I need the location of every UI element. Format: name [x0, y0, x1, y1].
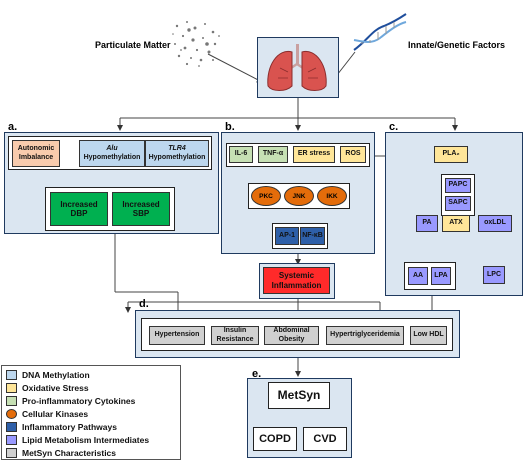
legend-swatch	[6, 369, 17, 380]
panel-a-label: a.	[8, 121, 18, 133]
low-hdl-box: Low HDL	[410, 326, 447, 345]
legend-swatch	[6, 434, 17, 445]
lpa-box: LPA	[431, 267, 451, 285]
atx-box: ATX	[442, 215, 470, 232]
legend-label: DNA Methylation	[22, 369, 90, 380]
panel-b-label: b.	[225, 121, 235, 133]
lpc-box: LPC	[483, 266, 505, 284]
tnfa-box: TNF-α	[258, 146, 288, 163]
legend-label: Oxidative Stress	[22, 382, 89, 393]
dna-helix-icon	[353, 13, 407, 51]
systemic-inflammation-frame: Systemic Inflammation	[259, 263, 335, 299]
pa-box: PA	[416, 215, 438, 232]
ros-box: ROS	[340, 146, 366, 163]
hypertriglyceridemia-box: Hypertriglyceridemia	[326, 326, 404, 345]
legend-label: Cellular Kinases	[22, 408, 89, 419]
panel-e-label: e.	[252, 368, 262, 380]
legend: DNA Methylation Oxidative Stress Pro-inf…	[1, 365, 181, 460]
panel-a: Autonomic Imbalance Alu Hypomethylation …	[4, 132, 219, 234]
increased-dbp-box: Increased DBP	[50, 192, 108, 226]
panel-d: Hypertension Insulin Resistance Abdomina…	[135, 310, 460, 358]
legend-item: Inflammatory Pathways	[6, 420, 117, 433]
panel-e: MetSyn COPD CVD	[247, 378, 352, 458]
pla2-box: PLA₂	[434, 146, 468, 163]
autonomic-imbalance-box: Autonomic Imbalance	[12, 140, 60, 167]
pkc-oval: PKC	[251, 186, 281, 206]
oxldl-box: oxLDL	[478, 215, 512, 232]
legend-item: Pro-inflammatory Cytokines	[6, 394, 135, 407]
ap1-box: AP-1	[275, 227, 299, 245]
copd-box: COPD	[253, 427, 297, 451]
legend-swatch-circle	[6, 408, 17, 419]
tlr4-label: TLR4	[168, 145, 186, 153]
sapc-box: SAPC	[445, 196, 471, 211]
increased-sbp-box: Increased SBP	[112, 192, 170, 226]
il6-box: IL-6	[229, 146, 253, 163]
er-stress-box: ER stress	[293, 146, 335, 163]
nfkb-box: NF-κB	[300, 227, 325, 245]
legend-item: DNA Methylation	[6, 368, 90, 381]
aa-box: AA	[408, 267, 428, 285]
alu-label: Alu	[106, 145, 118, 153]
legend-item: MetSyn Characteristics	[6, 446, 116, 459]
particulate-matter-label: Particulate Matter	[95, 40, 171, 50]
legend-label: MetSyn Characteristics	[22, 447, 117, 458]
panel-b: IL-6 TNF-α ER stress ROS PKC JNK IKK AP-…	[221, 132, 375, 254]
particulate-matter-image	[172, 21, 220, 67]
legend-swatch	[6, 382, 17, 393]
tlr4-hypomethylation-label: Hypomethylation	[148, 153, 206, 161]
legend-swatch	[6, 421, 17, 432]
legend-label: Inflammatory Pathways	[22, 421, 117, 432]
jnk-oval: JNK	[284, 186, 314, 206]
legend-swatch	[6, 447, 17, 458]
metsyn-box: MetSyn	[268, 382, 330, 409]
legend-item: Oxidative Stress	[6, 381, 89, 394]
legend-label: Lipid Metabolism Intermediates	[22, 434, 150, 445]
legend-item: Cellular Kinases	[6, 407, 88, 420]
alu-hypomethylation-box: Alu Hypomethylation	[79, 140, 145, 167]
abdominal-obesity-box: Abdominal Obesity	[264, 326, 319, 345]
systemic-inflammation-box: Systemic Inflammation	[263, 267, 330, 294]
panel-d-label: d.	[139, 298, 149, 310]
cvd-box: CVD	[303, 427, 347, 451]
panel-c: PLA₂ PAPC SAPC PA ATX oxLDL AA LPA LPC	[385, 132, 523, 296]
legend-item: Lipid Metabolism Intermediates	[6, 433, 149, 446]
lungs-box	[257, 37, 339, 98]
legend-swatch	[6, 395, 17, 406]
tlr4-hypomethylation-box: TLR4 Hypomethylation	[145, 140, 209, 167]
legend-label: Pro-inflammatory Cytokines	[22, 395, 136, 406]
ikk-oval: IKK	[317, 186, 347, 206]
hypertension-box: Hypertension	[149, 326, 205, 345]
papc-box: PAPC	[445, 178, 471, 193]
alu-hypomethylation-label: Hypomethylation	[83, 153, 141, 161]
insulin-resistance-box: Insulin Resistance	[211, 326, 259, 345]
panel-c-label: c.	[389, 121, 399, 133]
lungs-icon	[267, 44, 327, 91]
innate-genetic-label: Innate/Genetic Factors	[408, 40, 506, 50]
